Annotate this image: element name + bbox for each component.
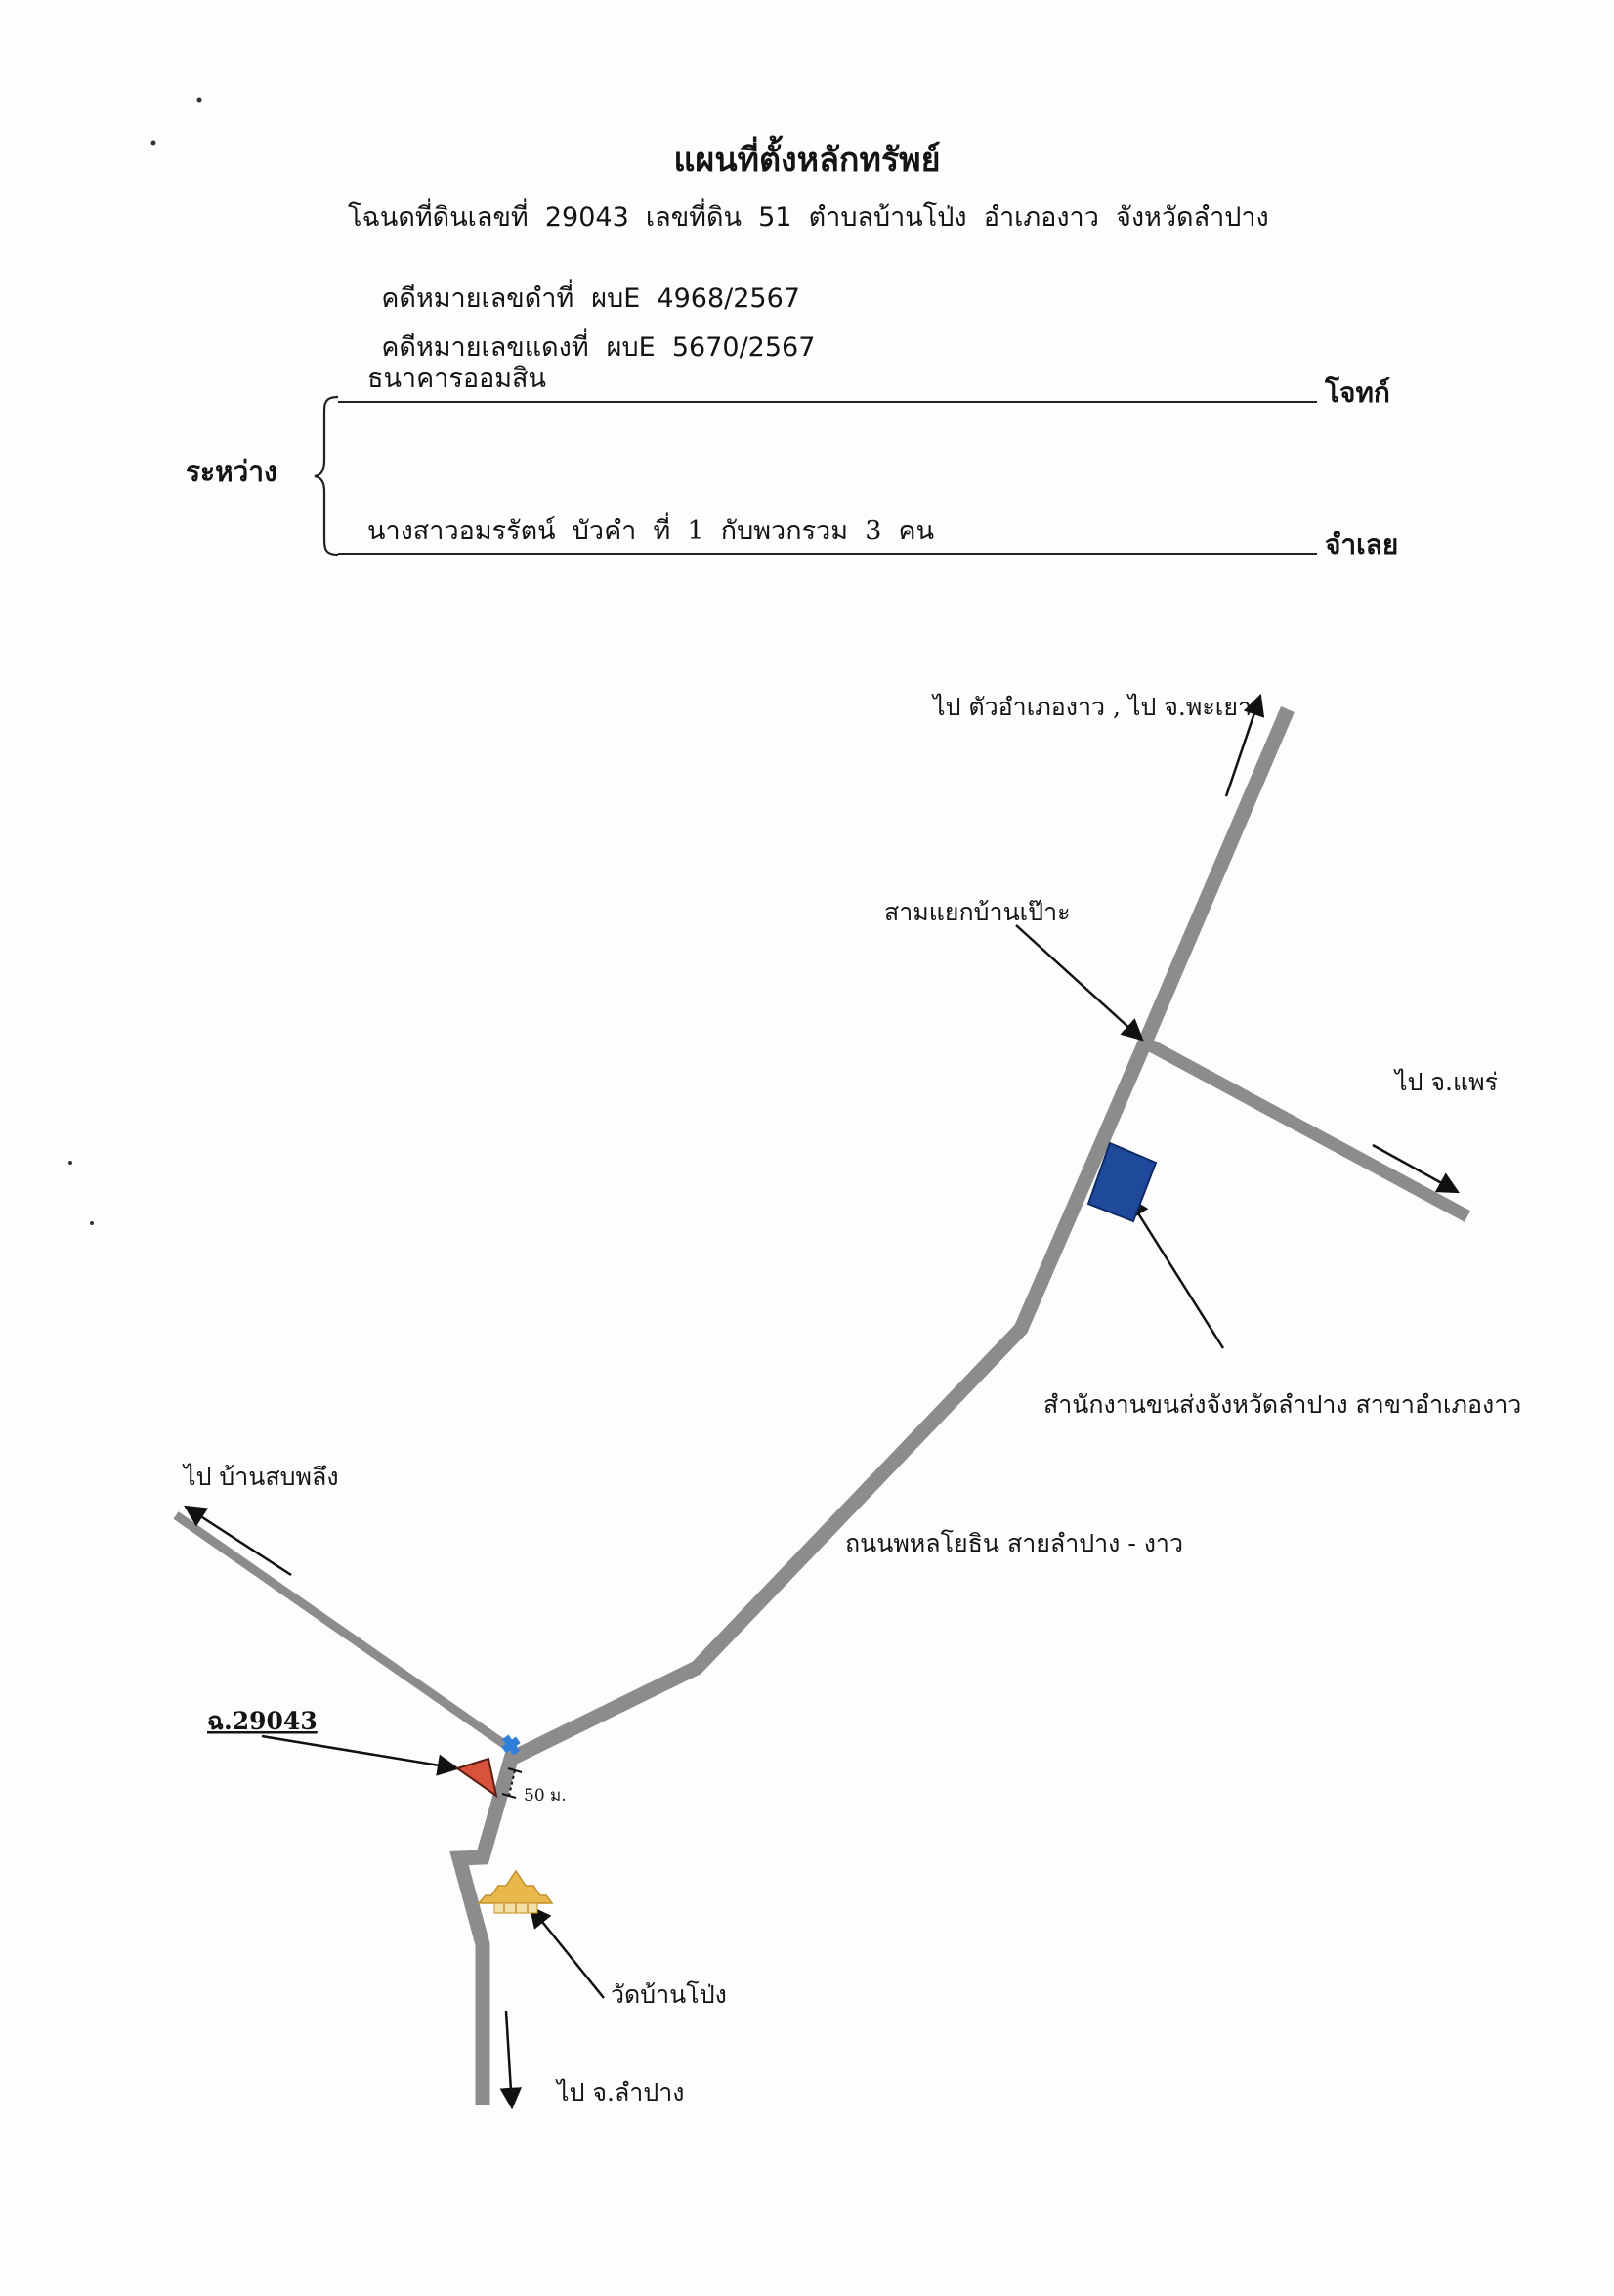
page-title: แผนที่ตั้งหลักทรัพย์ <box>673 141 941 180</box>
black-case-label: คดีหมายเลขดำที่ <box>381 283 574 314</box>
label-to-sop-phueng: ไป บ้านสบพลึง <box>182 1463 339 1491</box>
label-to-phrae: ไป จ.แพร่ <box>1393 1068 1498 1096</box>
label-distance: 50 ม. <box>524 1786 567 1806</box>
between-label: ระหว่าง <box>186 455 277 488</box>
defendant-role: จำเลย <box>1325 529 1399 561</box>
curly-brace-icon <box>314 395 339 557</box>
red-case-label: คดีหมายเลขแดงที่ <box>381 332 589 362</box>
plaintiff-name: ธนาคารออมสิน <box>367 363 546 394</box>
plaintiff-role: โจทก์ <box>1325 376 1390 408</box>
label-to-ngao-phayao: ไป ตัวอำเภองาว , ไป จ.พะเยา <box>931 693 1252 721</box>
arrow-to-phrae-icon <box>1372 1143 1460 1194</box>
scan-speck <box>196 97 202 103</box>
deed-line: โฉนดที่ดินเลขที่ 29043 เลขที่ดิน 51 ตำบล… <box>348 202 1269 233</box>
arrow-to-lampang-icon <box>499 2010 523 2110</box>
plaintiff-line: ธนาคารออมสิน <box>338 363 1317 403</box>
label-transport-office: สำนักงานขนส่งจังหวัดลำปาง สาขาอำเภองาว <box>1043 1390 1521 1419</box>
defendant-line: นางสาวอมรรัตน์ บัวคำ ที่ 1 กับพวกรวม 3 ค… <box>338 516 1317 555</box>
scan-speck <box>150 140 156 146</box>
defendant-name: นางสาวอมรรัตน์ บัวคำ ที่ 1 กับพวกรวม 3 ค… <box>367 516 935 546</box>
label-parcel: ฉ.29043 <box>207 1707 318 1735</box>
parcel-marker-icon <box>454 1757 498 1799</box>
scan-speck <box>68 1161 72 1165</box>
arrow-to-sop-phueng-icon <box>184 1505 292 1577</box>
distance-marker <box>501 1767 523 1799</box>
parcel-pointer-arrow-icon <box>261 1734 460 1776</box>
phrae-branch-road <box>1141 1037 1471 1222</box>
black-case-number: ผบE 4968/2567 <box>591 283 800 314</box>
transport-office-marker-icon <box>1086 1141 1158 1223</box>
sop-phueng-road <box>173 1511 514 1753</box>
temple-icon <box>477 1869 554 1914</box>
junction-pointer-arrow-icon <box>1015 924 1144 1042</box>
arrow-to-phayao-icon <box>1224 693 1265 797</box>
red-case-number: ผบE 5670/2567 <box>606 332 816 362</box>
label-highway: ถนนพหลโยธิน สายลำปาง - งาว <box>845 1529 1183 1557</box>
phahonyothin-road <box>449 706 1295 2105</box>
temple-pointer-arrow-icon <box>529 1905 605 1999</box>
red-case-line: คดีหมายเลขแดงที่ ผบE 5670/2567 <box>348 295 815 398</box>
scan-speck <box>90 1221 94 1225</box>
office-pointer-arrow-icon <box>1126 1196 1225 1349</box>
label-temple: วัดบ้านโป่ง <box>611 1980 727 2009</box>
roads <box>173 706 1471 2105</box>
culvert-marker-icon <box>501 1734 521 1756</box>
label-junction: สามแยกบ้านเป๊าะ <box>884 898 1071 926</box>
black-case-line: คดีหมายเลขดำที่ ผบE 4968/2567 <box>348 246 800 349</box>
label-to-lampang: ไป จ.ลำปาง <box>555 2078 684 2106</box>
